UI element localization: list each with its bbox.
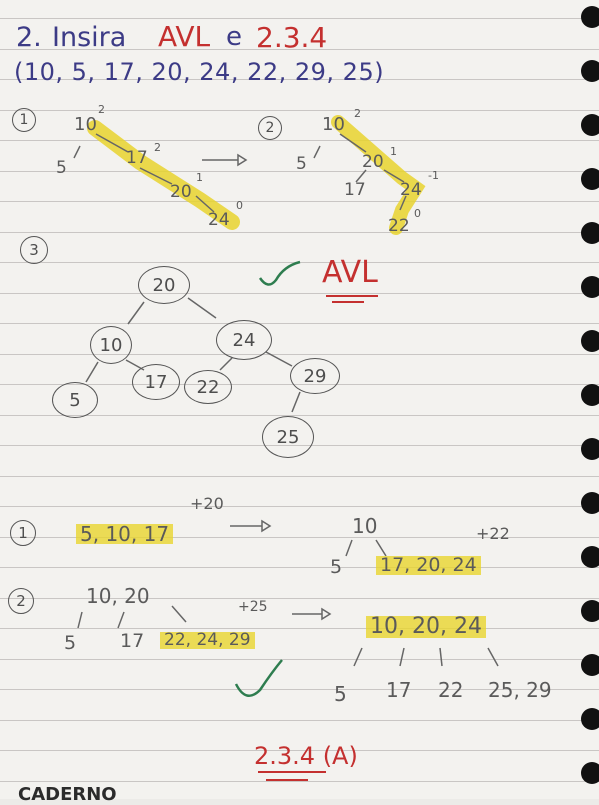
avl-s1-n17: 17: [126, 148, 148, 168]
tree234-s1-root: 10: [352, 514, 378, 538]
tree234-s2-insert: +25: [238, 599, 268, 615]
binding-ring: [581, 546, 599, 568]
step-2-label: 2: [258, 116, 282, 140]
ruled-line: [0, 720, 599, 721]
avl-node-22: 22: [184, 370, 232, 404]
avl-s1-root: 10: [74, 114, 97, 135]
ruled-line: [0, 415, 599, 416]
avl-s2-n22-balance: 0: [414, 207, 421, 220]
binding-ring: [581, 60, 599, 82]
binding-ring: [581, 762, 599, 784]
ruled-line: [0, 140, 599, 141]
ruled-line: [0, 18, 599, 19]
ruled-line: [0, 781, 599, 782]
avl-s2-n24-balance: -1: [428, 169, 439, 182]
tree234-s2-left: 5: [64, 632, 77, 654]
avl-s1-n20-balance: 1: [196, 171, 203, 184]
avl-s2-n20: 20: [362, 152, 384, 172]
notebook-brand: CADERNO: [18, 784, 117, 805]
avl-s2-n24: 24: [400, 180, 422, 200]
tree234-s1-insert: +20: [190, 494, 224, 513]
ruled-line: [0, 567, 599, 568]
tree234-s2-right: 22, 24, 29: [160, 632, 255, 649]
title-conjunction: e: [226, 22, 242, 52]
avl-node-24: 24: [216, 320, 272, 360]
avl-s2-root-balance: 2: [354, 107, 361, 120]
binding-ring: [581, 600, 599, 622]
avl-s1-n20: 20: [170, 182, 192, 202]
tree234-s1-insert-22: +22: [476, 524, 510, 543]
ruled-line: [0, 598, 599, 599]
avl-s2-left: 5: [296, 154, 307, 174]
title-avl: AVL: [158, 20, 211, 53]
avl-s1-n24: 24: [208, 210, 230, 230]
tree234-s2-child-1: 5: [334, 682, 347, 706]
avl-node-25: 25: [262, 416, 314, 458]
avl-s1-n17-balance: 2: [154, 141, 161, 154]
tree234-s1-keys: 5, 10, 17: [76, 524, 174, 544]
ruled-line: [0, 506, 599, 507]
avl-s1-root-balance: 2: [98, 103, 105, 116]
avl-s2-n17: 17: [344, 180, 366, 200]
binding-ring: [581, 276, 599, 298]
tree234-s1-right: 17, 20, 24: [376, 556, 481, 575]
ruled-line: [0, 628, 599, 629]
avl-s1-left: 5: [56, 158, 67, 178]
ruled-line: [0, 110, 599, 111]
binding-ring: [581, 708, 599, 730]
ruled-line: [0, 171, 599, 172]
final-answer: 2.3.4 (A): [254, 742, 358, 770]
ruled-line: [0, 750, 599, 751]
binding-ring: [581, 438, 599, 460]
exercise-number: 2.: [16, 22, 42, 53]
step-1-label: 1: [12, 108, 36, 132]
binding-ring: [581, 384, 599, 406]
avl-s2-n20-balance: 1: [390, 145, 397, 158]
avl-node-5: 5: [52, 382, 98, 418]
binding-ring: [581, 222, 599, 244]
ruled-line: [0, 659, 599, 660]
avl-s2-n22: 22: [388, 216, 410, 236]
ruled-line: [0, 537, 599, 538]
insert-sequence: (10, 5, 17, 20, 24, 22, 29, 25): [14, 58, 385, 86]
binding-ring: [581, 114, 599, 136]
binding-ring: [581, 492, 599, 514]
ruled-line: [0, 201, 599, 202]
binding-ring: [581, 6, 599, 28]
ruled-line: [0, 293, 599, 294]
binding-ring: [581, 330, 599, 352]
ruled-line: [0, 49, 599, 50]
ruled-line: [0, 354, 599, 355]
step-3-label: 3: [20, 236, 48, 264]
avl-node-20: 20: [138, 266, 190, 304]
ruled-line: [0, 79, 599, 80]
tree234-s2-child-2: 17: [386, 678, 412, 702]
ruled-line: [0, 689, 599, 690]
avl-node-17: 17: [132, 364, 180, 400]
avl-node-29: 29: [290, 358, 340, 394]
ruled-line: [0, 232, 599, 233]
tree234-step-2-label: 2: [8, 588, 34, 614]
tree234-s2-child-4: 25, 29: [488, 678, 552, 702]
binding-ring: [581, 168, 599, 190]
tree234-s1-left: 5: [330, 556, 343, 578]
avl-confirm-tag: AVL: [322, 255, 378, 290]
binding-ring: [581, 654, 599, 676]
title-234: 2.3.4: [256, 21, 328, 54]
ruled-line: [0, 323, 599, 324]
title-verb: Insira: [52, 22, 127, 53]
avl-s1-n24-balance: 0: [236, 199, 243, 212]
avl-node-10: 10: [90, 326, 132, 364]
tree234-s2-child-3: 22: [438, 678, 464, 702]
tree234-step-1-label: 1: [10, 520, 36, 546]
tree234-s2-new-root: 10, 20, 24: [366, 616, 486, 638]
avl-s2-root: 10: [322, 114, 345, 135]
tree234-s2-root: 10, 20: [86, 584, 150, 608]
tree234-s2-middle: 17: [120, 630, 145, 652]
ruled-line: [0, 476, 599, 477]
